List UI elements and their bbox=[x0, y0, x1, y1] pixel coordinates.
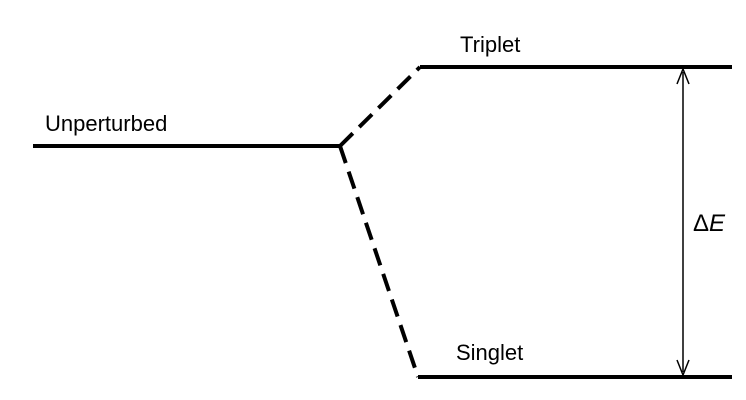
triplet-label: Triplet bbox=[460, 32, 520, 57]
energy-gap-label: ΔE bbox=[693, 210, 726, 237]
dashed-connector-to-triplet bbox=[338, 65, 422, 148]
delta-symbol: Δ bbox=[693, 210, 709, 237]
unperturbed-label: Unperturbed bbox=[45, 111, 167, 136]
arrow-up-head-icon bbox=[676, 66, 690, 85]
energy-variable: E bbox=[709, 210, 726, 237]
dashed-connector-to-singlet bbox=[338, 145, 420, 378]
arrow-down-head-icon bbox=[676, 359, 690, 378]
singlet-label: Singlet bbox=[456, 340, 523, 365]
